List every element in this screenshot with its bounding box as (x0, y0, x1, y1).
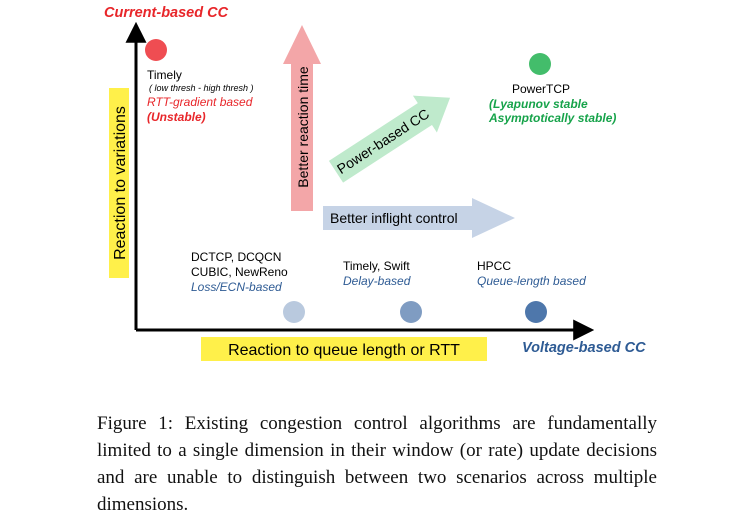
x-axis-label: Reaction to queue length or RTT (228, 342, 460, 359)
queue-category: Queue-length based (477, 274, 586, 288)
power-based-arrow (328, 95, 451, 183)
timely-category: RTT-gradient based (147, 95, 253, 109)
queue-length-dot (525, 301, 547, 323)
loss-based-dot (283, 301, 305, 323)
inflight-control-label: Better inflight control (330, 210, 458, 226)
loss-line-2: CUBIC, NewReno (191, 265, 288, 279)
congestion-control-diagram: Current-based CC Reaction to variations … (104, 5, 646, 361)
y-top-label: Current-based CC (104, 5, 229, 21)
powertcp-stability-2: Asymptotically stable) (488, 111, 616, 125)
delay-line-1: Timely, Swift (343, 259, 410, 273)
figure-caption: Figure 1: Existing congestion control al… (97, 413, 657, 515)
reaction-time-label: Better reaction time (295, 66, 311, 188)
loss-line-1: DCTCP, DCQCN (191, 250, 281, 264)
y-axis-label: Reaction to variations (112, 106, 129, 260)
queue-line-1: HPCC (477, 259, 511, 273)
loss-category: Loss/ECN-based (191, 280, 282, 294)
x-right-label: Voltage-based CC (522, 340, 646, 356)
power-based-label: Power-based CC (334, 106, 432, 177)
reaction-time-arrow (283, 25, 321, 211)
delay-category: Delay-based (343, 274, 411, 288)
timely-stability: (Unstable) (147, 110, 206, 124)
y-label-highlight (109, 88, 129, 278)
timely-dot (145, 39, 167, 61)
delay-based-dot (400, 301, 422, 323)
timely-name: Timely (147, 68, 182, 82)
x-label-highlight (201, 337, 487, 361)
inflight-control-arrow (323, 198, 515, 238)
powertcp-stability-1: (Lyapunov stable (489, 97, 588, 111)
timely-thresholds: ( low thresh - high thresh ) (149, 83, 254, 93)
powertcp-name: PowerTCP (512, 82, 570, 96)
powertcp-dot (529, 53, 551, 75)
